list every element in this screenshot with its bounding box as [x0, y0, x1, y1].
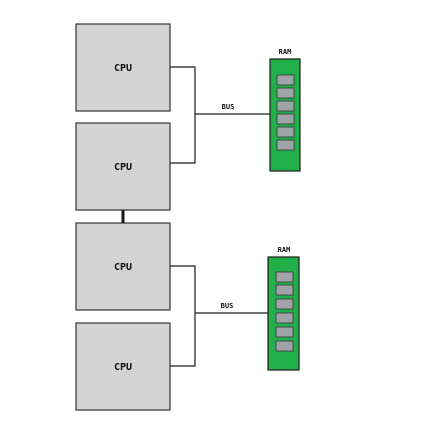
ram-chip [276, 87, 295, 99]
bus-wire-2 [170, 265, 268, 367]
ram-chip [276, 100, 295, 112]
ram-chips-2 [275, 271, 294, 352]
ram-chip [276, 139, 295, 151]
cpu-box-2 [75, 122, 171, 211]
ram-chip [275, 298, 294, 310]
ram-chip [275, 340, 294, 352]
bus-label-1: BUS [222, 103, 235, 111]
ram-chips-1 [276, 74, 295, 151]
ram-chip [276, 113, 295, 125]
cpu-label-2: CPU [114, 162, 132, 173]
ram-chip [276, 126, 295, 138]
bus-wire-1 [170, 66, 270, 164]
ram-chip [276, 74, 295, 86]
ram-chip [275, 284, 294, 296]
ram-label-1: RAM [279, 48, 292, 56]
cpu-box-1 [75, 23, 171, 112]
cpu-label-4: CPU [114, 362, 132, 373]
ram-chip [275, 326, 294, 338]
ram-chip [275, 271, 294, 283]
cpu-label-3: CPU [114, 262, 132, 273]
ram-chip [275, 312, 294, 324]
ram-label-2: RAM [278, 246, 291, 254]
cpu-box-4 [75, 322, 171, 411]
bus-label-2: BUS [221, 302, 234, 310]
cpu-label-1: CPU [114, 63, 132, 74]
